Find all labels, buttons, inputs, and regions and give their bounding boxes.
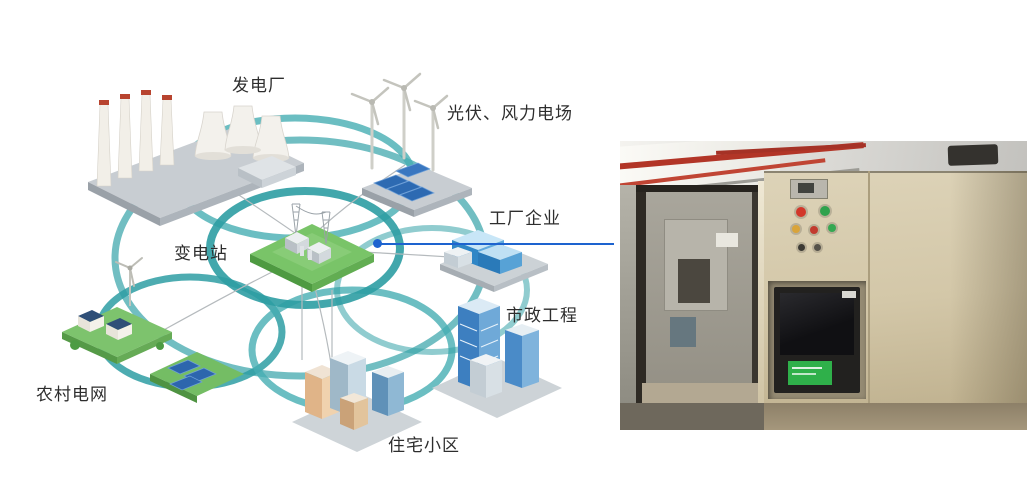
municipal-illustration xyxy=(432,298,562,418)
connector-dot xyxy=(373,239,382,248)
cabinet-frame xyxy=(636,185,760,192)
indicator-light-amber xyxy=(792,225,800,233)
inner-paper-label xyxy=(716,233,738,247)
rural-grid-illustration xyxy=(62,257,244,403)
grid-network-illustration xyxy=(62,72,562,452)
indicator-light-red xyxy=(810,226,818,234)
control-knob xyxy=(798,244,805,251)
cabinet-frame xyxy=(752,189,760,407)
panel-meter-screen xyxy=(798,183,814,193)
cabinet-frame xyxy=(636,187,646,411)
label-factory-enterprise: 工厂企业 xyxy=(489,209,561,228)
ceiling-vent xyxy=(947,144,999,166)
relay-label-text-line xyxy=(792,373,816,375)
label-municipal-engineering: 市政工程 xyxy=(506,306,578,325)
lower-cabinet-left xyxy=(620,403,764,430)
relay-screen xyxy=(780,293,854,355)
indicator-light-red xyxy=(796,207,806,217)
substation-illustration xyxy=(250,203,374,292)
residential-illustration xyxy=(292,351,422,452)
switchgear-photo xyxy=(620,141,1027,430)
label-solar-wind-farm: 光伏、风力电场 xyxy=(447,104,573,123)
indicator-light-green xyxy=(820,206,830,216)
power-plant-illustration xyxy=(88,90,304,226)
relay-white-tag xyxy=(842,291,856,298)
inner-component-dark xyxy=(678,259,710,303)
cabinet-door-edge xyxy=(758,181,764,407)
label-rural-grid: 农村电网 xyxy=(36,385,108,404)
factory-illustration xyxy=(440,230,548,292)
relay-label-text-line xyxy=(792,367,822,369)
label-power-plant: 发电厂 xyxy=(232,76,286,95)
control-knob xyxy=(814,244,821,251)
wind-solar-illustration xyxy=(350,72,472,217)
inner-component-coil xyxy=(670,317,696,347)
cabinet-seam xyxy=(868,171,870,403)
lower-cabinet-right xyxy=(764,403,1027,430)
label-substation: 变电站 xyxy=(174,244,228,263)
cabinet-shading xyxy=(950,171,1027,403)
connector-line xyxy=(381,243,614,245)
open-cabinet-base xyxy=(642,383,758,405)
label-residential-community: 住宅小区 xyxy=(388,436,460,455)
indicator-light-green xyxy=(828,224,836,232)
